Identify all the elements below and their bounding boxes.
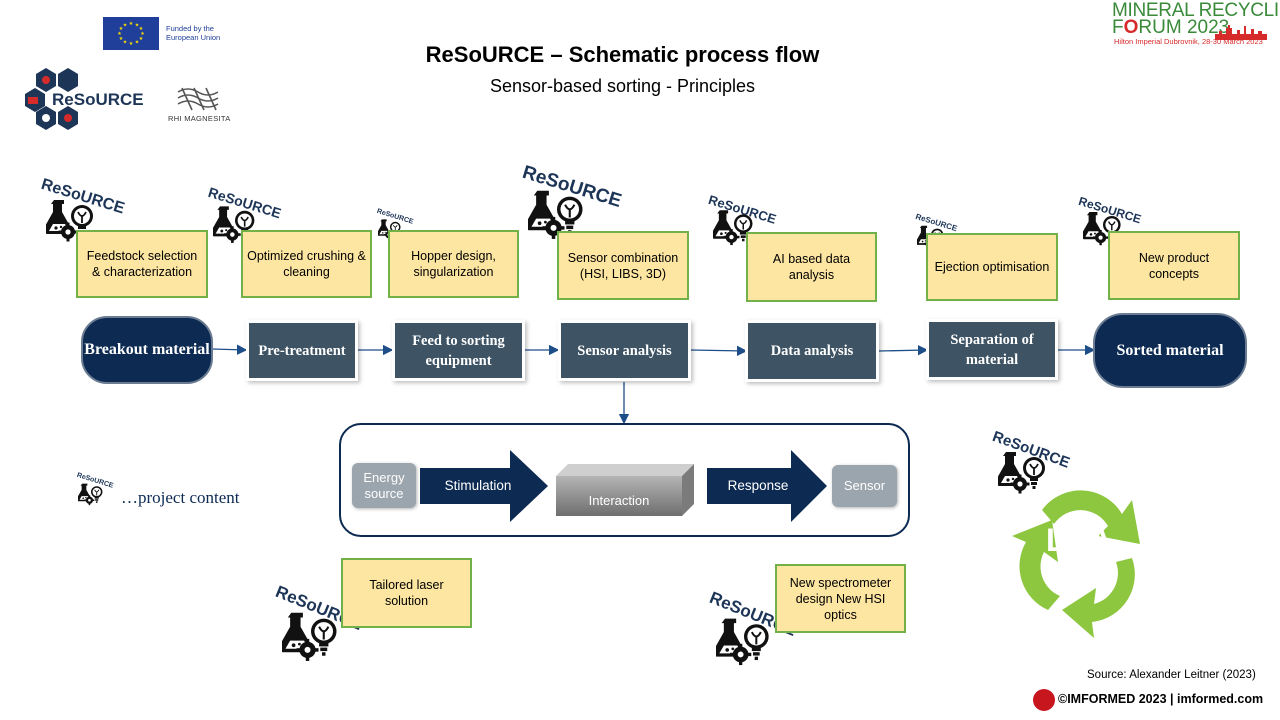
page-title: ReSoURCE – Schematic process flow [425, 42, 820, 67]
resource-logo-icon [25, 68, 78, 130]
stimulation-arrow [420, 450, 548, 522]
energy-source-box: Energy source [352, 463, 416, 508]
response-arrow [707, 450, 827, 522]
sensor-box: Sensor [832, 465, 897, 507]
flow-pre-treatment: Pre-treatment [249, 323, 355, 378]
forum-logo-line1: MINERAL RECYCLING [1112, 0, 1280, 21]
flow-sorted-material: Sorted material [1093, 313, 1247, 388]
eu-funding-text: Funded by the European Union [166, 24, 221, 42]
lca-label: LCA [1046, 522, 1112, 558]
note-spectrometer: New spectrometer design New HSI optics [775, 564, 906, 633]
interaction-label: Interaction [588, 493, 650, 508]
rhi-magnesita-logo-icon [177, 87, 219, 111]
svg-text:★: ★ [119, 26, 124, 32]
note-sensor-combination: Sensor combination (HSI, LIBS, 3D) [557, 231, 689, 300]
svg-text:★: ★ [129, 41, 134, 47]
svg-text:★: ★ [135, 23, 140, 29]
eu-flag-icon: ★★★★ ★★★★ ★★★★ [103, 17, 159, 50]
forum-logo-venue: Hilton Imperial Dubrovnik, 28-30 March 2… [1114, 37, 1263, 46]
legend-text: …project content [121, 488, 240, 507]
svg-text:★: ★ [135, 40, 140, 46]
svg-text:★: ★ [139, 36, 144, 42]
imformed-logo-icon [1033, 689, 1055, 711]
resource-logo-text: ReSoURCE [52, 90, 144, 109]
svg-text:★: ★ [129, 21, 134, 27]
note-new-product: New product concepts [1108, 231, 1240, 300]
flow-separation: Separation of material [929, 322, 1055, 377]
lca-recycle-icon [1012, 490, 1140, 638]
footer-copyright: ©IMFORMED 2023 | imformed.com [1058, 692, 1264, 706]
note-tailored-laser: Tailored laser solution [341, 558, 472, 628]
flow-data-analysis: Data analysis [748, 323, 876, 379]
stimulation-label: Stimulation [444, 478, 512, 493]
legend-resource-logo-icon: ReSoURCE [76, 472, 118, 508]
note-feedstock: Feedstock selection & characterization [76, 230, 208, 298]
note-hopper: Hopper design, singularization [388, 230, 519, 298]
interaction-box [556, 464, 694, 516]
source-citation: Source: Alexander Leitner (2023) [1087, 669, 1256, 681]
flow-breakout-material: Breakout material [81, 316, 213, 384]
page-subtitle: Sensor-based sorting - Principles [489, 76, 756, 96]
note-ejection: Ejection optimisation [926, 233, 1058, 301]
svg-text:★: ★ [119, 36, 124, 42]
rhi-magnesita-text: RHI MAGNESITA [168, 114, 231, 123]
svg-text:★: ★ [139, 26, 144, 32]
flow-feed-to-sorting: Feed to sorting equipment [395, 323, 522, 378]
note-ai-analysis: AI based data analysis [746, 232, 877, 302]
forum-logo-line2: FORUM 2023 [1112, 17, 1230, 38]
svg-text:★: ★ [123, 40, 128, 46]
note-crushing: Optimized crushing & cleaning [241, 230, 372, 298]
svg-text:★: ★ [123, 23, 128, 29]
response-label: Response [727, 478, 789, 493]
svg-text:★: ★ [117, 31, 122, 37]
flow-sensor-analysis: Sensor analysis [561, 323, 688, 378]
svg-text:★: ★ [140, 31, 145, 37]
skyline-icon [1215, 25, 1267, 40]
